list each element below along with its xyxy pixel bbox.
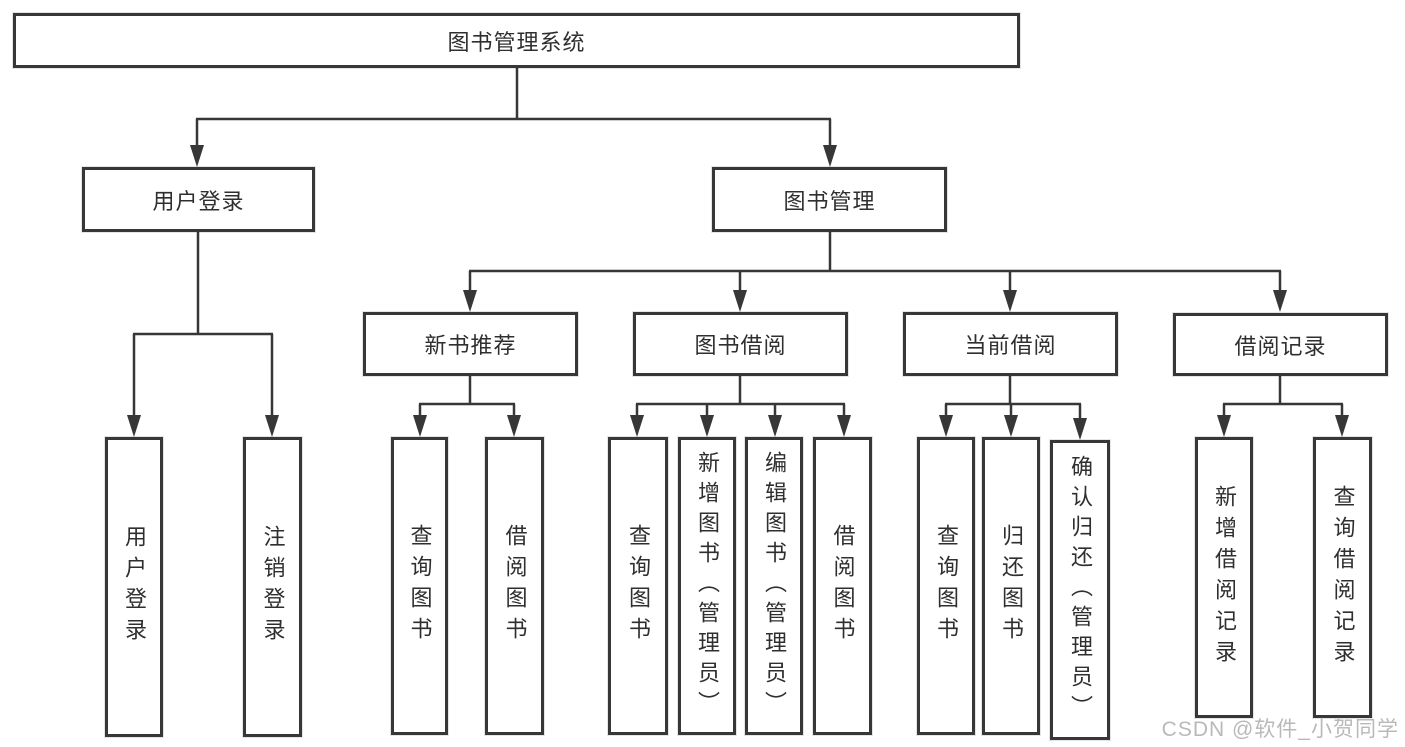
leaf-cb-confirm-return-admin: 确认归还（管理员） — [1050, 440, 1110, 740]
leaf-nbr-borrow-book: 借阅图书 — [485, 437, 544, 735]
leaf-cb-confirm-return-admin-label: 确认归还（管理员） — [1068, 455, 1093, 725]
leaf-bb-add-book-admin-label: 新增图书（管理员） — [695, 451, 720, 721]
leaf-cb-query-book: 查询图书 — [917, 437, 975, 735]
leaf-cb-query-book-label: 查询图书 — [934, 524, 959, 648]
node-current-borrow: 当前借阅 — [903, 312, 1118, 376]
leaf-cb-return-book-label: 归还图书 — [999, 524, 1024, 648]
connector-new-book-rec-children — [413, 376, 521, 437]
connector-borrow-record-children — [1217, 376, 1349, 437]
connector-book-mgmt-children — [463, 232, 1287, 312]
leaf-nbr-query-book-label: 查询图书 — [407, 524, 433, 648]
csdn-watermark: CSDN @软件_小贺同学 — [1161, 718, 1399, 741]
connector-root-to-level2 — [190, 68, 837, 167]
leaf-br-add-record: 新增借阅记录 — [1195, 437, 1253, 718]
leaf-logout: 注销登录 — [243, 437, 302, 737]
node-user-login-label: 用户登录 — [152, 188, 245, 214]
leaf-br-query-record: 查询借阅记录 — [1313, 437, 1372, 718]
leaf-bb-borrow-book: 借阅图书 — [813, 437, 872, 735]
leaf-bb-borrow-book-label: 借阅图书 — [830, 524, 856, 648]
node-new-book-rec-label: 新书推荐 — [424, 333, 517, 358]
node-book-mgmt: 图书管理 — [712, 167, 947, 232]
leaf-br-add-record-label: 新增借阅记录 — [1212, 484, 1237, 671]
node-new-book-rec: 新书推荐 — [363, 312, 578, 376]
connector-user-login-children — [127, 232, 279, 437]
node-book-mgmt-label: 图书管理 — [783, 188, 876, 214]
node-user-login: 用户登录 — [82, 167, 315, 232]
leaf-bb-query-book-label: 查询图书 — [626, 524, 651, 648]
leaf-bb-query-book: 查询图书 — [608, 437, 668, 735]
leaf-user-login: 用户登录 — [105, 437, 163, 737]
node-borrow-record-label: 借阅记录 — [1234, 333, 1327, 359]
leaf-cb-return-book: 归还图书 — [982, 437, 1040, 735]
leaf-bb-add-book-admin: 新增图书（管理员） — [678, 437, 736, 735]
node-book-borrow-label: 图书借阅 — [694, 333, 787, 358]
leaf-bb-edit-book-admin: 编辑图书（管理员） — [745, 437, 803, 735]
node-current-borrow-label: 当前借阅 — [964, 333, 1057, 358]
node-root-label: 图书管理系统 — [447, 29, 586, 55]
connector-current-borrow-children — [939, 376, 1087, 440]
leaf-user-login-label: 用户登录 — [122, 525, 147, 649]
node-borrow-record: 借阅记录 — [1173, 313, 1388, 376]
leaf-br-query-record-label: 查询借阅记录 — [1330, 484, 1356, 671]
node-book-borrow: 图书借阅 — [633, 312, 848, 376]
connector-book-borrow-children — [630, 376, 851, 437]
leaf-logout-label: 注销登录 — [260, 525, 286, 649]
leaf-nbr-query-book: 查询图书 — [391, 437, 448, 735]
node-root: 图书管理系统 — [13, 13, 1020, 68]
leaf-bb-edit-book-admin-label: 编辑图书（管理员） — [762, 451, 787, 721]
leaf-nbr-borrow-book-label: 借阅图书 — [502, 524, 528, 648]
